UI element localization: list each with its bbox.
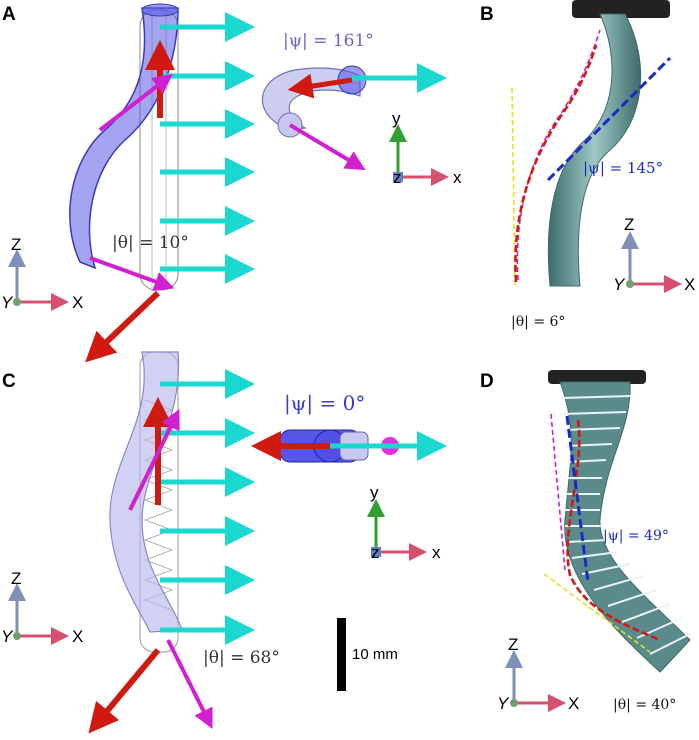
axis-z-label: Z (624, 215, 634, 234)
centerline-d (566, 419, 661, 642)
centerline-b (514, 44, 598, 283)
panel-d: D |ψ| = 49° |θ| = 40° Z X Y (480, 370, 691, 713)
moment-line-d (550, 413, 566, 571)
theta-label-d: |θ| = 40° (613, 697, 676, 713)
moment-arrow-top (98, 73, 173, 132)
tube-top-cap (141, 3, 179, 17)
axis-y-label: Y (1, 627, 14, 646)
force-arrow-bottom (88, 648, 161, 734)
inset-moment-arrow (288, 123, 366, 171)
scale-bar (337, 618, 346, 691)
psi-label-c: |ψ| = 0° (284, 391, 365, 416)
reference-line-b (511, 87, 516, 286)
panel-c: C |θ| = 68° |ψ| = 0° (1, 351, 447, 734)
deformed-tube (69, 7, 179, 270)
scale-bar-label: 10 mm (352, 646, 398, 663)
panel-letter-b: B (480, 4, 494, 25)
theta-label-c: |θ| = 68° (203, 648, 280, 668)
psi-line-b (546, 56, 672, 182)
axis-y-label: Y (1, 293, 14, 312)
axis-x-label: X (684, 275, 695, 294)
inset-axis-x-label: x (432, 543, 441, 562)
moment-arrow-top (128, 409, 180, 511)
panel-letter-d: D (480, 371, 494, 392)
panel-b: B |ψ| = 145° |θ| = 6° Z X Y (480, 0, 695, 330)
panel-a: A |θ| = 10° |ψ| (1, 3, 462, 363)
reference-line-d (543, 573, 651, 653)
axis-x-label: X (568, 694, 579, 713)
photo-tube-b (547, 13, 642, 287)
inset-axis-y-label: y (392, 109, 401, 128)
inset-axis-z-label: z (393, 168, 402, 187)
axes-d: Z X Y (497, 635, 579, 713)
theta-label-a: |θ| = 10° (112, 233, 189, 253)
axis-y-label: Y (613, 275, 626, 294)
inset-top-view-c: |ψ| = 0° (251, 391, 447, 463)
flow-arrows-a (160, 12, 255, 284)
inset-axes-a: y x z (389, 109, 462, 187)
psi-label-d: |ψ| = 49° (603, 528, 669, 544)
inset-force-arrow (287, 73, 353, 99)
inset-top-view-a: |ψ| = 161° (261, 31, 447, 171)
inset-axis-y-label: y (370, 483, 379, 502)
moment-arrow-bottom (89, 256, 175, 292)
moment-line-b (516, 29, 601, 281)
photo-tube-d (559, 381, 691, 673)
inset-axes-c: y x z (367, 483, 441, 562)
axes-b: Z X Y (613, 215, 695, 294)
psi-label-a: |ψ| = 161° (283, 31, 374, 51)
axis-y-label: Y (497, 694, 510, 713)
axis-x-label: X (72, 293, 83, 312)
axis-z-label: Z (508, 635, 518, 654)
theta-label-b: |θ| = 6° (511, 314, 565, 330)
main-axes-c: Z X Y (1, 569, 83, 646)
inset-axis-x-label: x (453, 168, 462, 187)
tube-ribs-d (561, 395, 691, 655)
force-arrow-bottom (85, 290, 161, 363)
panel-letter-a: A (2, 4, 16, 25)
axis-x-label: X (72, 627, 83, 646)
axis-z-label: Z (11, 569, 21, 588)
inset-axis-z-label: z (371, 543, 380, 562)
axis-z-label: Z (11, 235, 21, 254)
flow-arrows-c (160, 369, 255, 645)
mount-clamp (572, 0, 670, 18)
psi-label-b: |ψ| = 145° (583, 159, 663, 177)
moment-arrow-bottom (166, 639, 213, 729)
mount-clamp (548, 370, 646, 384)
main-axes-a: Z X Y (1, 235, 83, 312)
panel-letter-c: C (2, 371, 16, 392)
psi-line-d (565, 415, 590, 583)
